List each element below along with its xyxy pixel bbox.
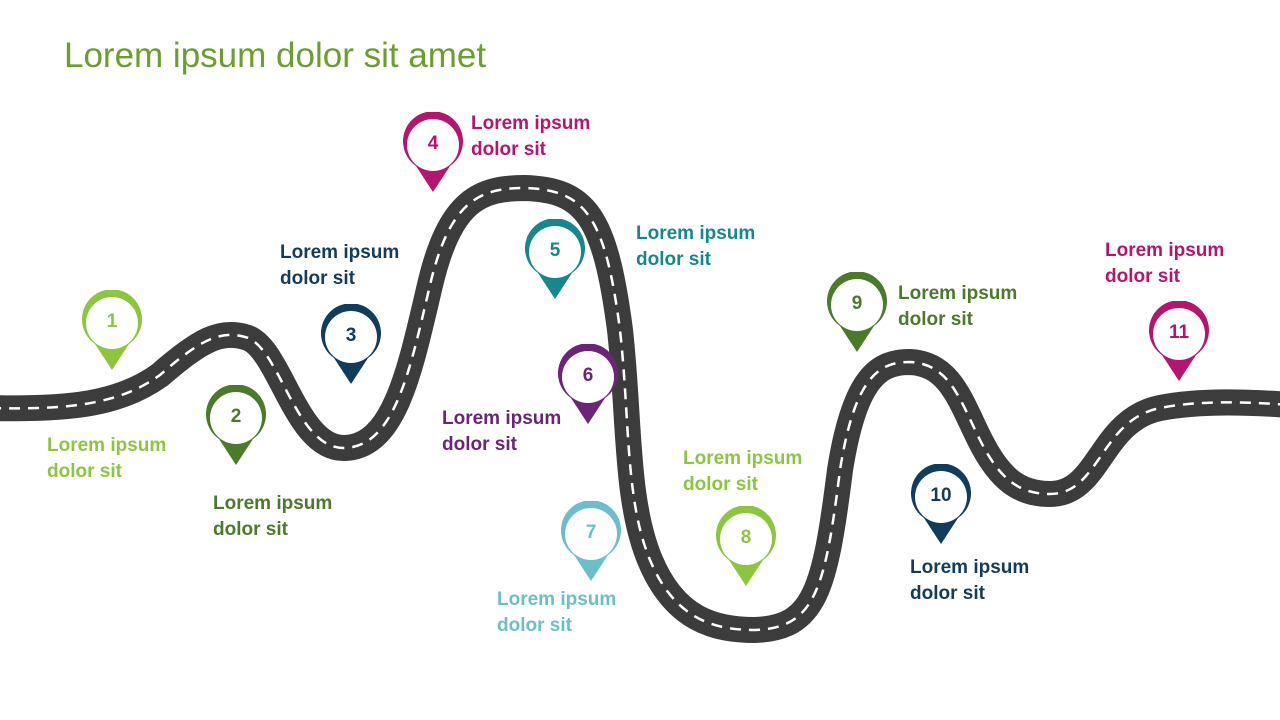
step-8-label-line-2: dolor sit (683, 474, 758, 495)
map-pin-icon (206, 385, 266, 465)
step-10-marker: 10 (908, 464, 974, 558)
page-title: Lorem ipsum dolor sit amet (64, 36, 487, 75)
step-2-label-line-1: Lorem ipsum (213, 493, 333, 514)
step-9-number: 9 (851, 293, 863, 314)
step-11-label: Lorem ipsum dolor sit (1105, 238, 1265, 290)
step-7-label: Lorem ipsum dolor sit (497, 587, 657, 639)
step-1-label-line-1: Lorem ipsum (47, 435, 167, 456)
map-pin-icon (911, 464, 971, 544)
step-8-label-line-1: Lorem ipsum (683, 448, 803, 469)
map-pin-icon (827, 272, 887, 352)
map-pin-icon (716, 506, 776, 586)
step-6-label-line-2: dolor sit (442, 434, 517, 455)
step-4-marker: 4 (400, 112, 466, 206)
map-pin-icon (321, 304, 381, 384)
step-1-label: Lorem ipsum dolor sit (47, 433, 207, 485)
step-7-marker: 7 (558, 501, 624, 595)
step-6-label-line-1: Lorem ipsum (442, 408, 562, 429)
step-9-label: Lorem ipsum dolor sit (898, 281, 1058, 333)
step-3-label-line-1: Lorem ipsum (280, 242, 400, 263)
map-pin-icon (561, 501, 621, 581)
map-pin-icon (403, 112, 463, 192)
map-pin-icon (82, 290, 142, 370)
step-11-label-line-2: dolor sit (1105, 266, 1180, 287)
step-5-label-line-1: Lorem ipsum (636, 223, 756, 244)
step-2-label-line-2: dolor sit (213, 519, 288, 540)
step-6-number: 6 (582, 365, 594, 386)
step-7-label-line-2: dolor sit (497, 615, 572, 636)
step-6-label: Lorem ipsum dolor sit (442, 406, 602, 458)
step-8-marker: 8 (713, 506, 779, 600)
step-7-label-line-1: Lorem ipsum (497, 589, 617, 610)
step-9-label-line-2: dolor sit (898, 309, 973, 330)
step-3-label-line-2: dolor sit (280, 268, 355, 289)
step-10-label: Lorem ipsum dolor sit (910, 555, 1070, 607)
step-6-marker: 6 (555, 344, 621, 438)
step-1-label-line-2: dolor sit (47, 461, 122, 482)
step-3-marker: 3 (318, 304, 384, 398)
step-5-number: 5 (549, 240, 561, 261)
step-11-marker: 11 (1146, 301, 1212, 395)
step-1-number: 1 (106, 311, 118, 332)
step-2-marker: 2 (203, 385, 269, 479)
step-11-label-line-1: Lorem ipsum (1105, 240, 1225, 261)
step-9-label-line-1: Lorem ipsum (898, 283, 1018, 304)
step-11-number: 11 (1168, 322, 1190, 343)
step-1-marker: 1 (79, 290, 145, 384)
map-pin-icon (1149, 301, 1209, 381)
step-2-number: 2 (230, 406, 242, 427)
map-pin-icon (525, 219, 585, 299)
step-4-number: 4 (427, 133, 439, 154)
step-7-number: 7 (585, 522, 597, 543)
step-5-label: Lorem ipsum dolor sit (636, 221, 796, 273)
step-9-marker: 9 (824, 272, 890, 366)
step-3-label: Lorem ipsum dolor sit (280, 240, 440, 292)
step-2-label: Lorem ipsum dolor sit (213, 491, 373, 543)
step-5-label-line-2: dolor sit (636, 249, 711, 270)
road-center-dashes (0, 186, 1280, 632)
map-pin-icon (558, 344, 618, 424)
step-4-label-line-1: Lorem ipsum (471, 113, 591, 134)
step-8-number: 8 (740, 527, 752, 548)
step-3-number: 3 (345, 325, 357, 346)
step-4-label: Lorem ipsum dolor sit (471, 111, 631, 163)
step-10-label-line-1: Lorem ipsum (910, 557, 1030, 578)
step-5-marker: 5 (522, 219, 588, 313)
step-10-number: 10 (930, 485, 952, 506)
step-10-label-line-2: dolor sit (910, 583, 985, 604)
step-8-label: Lorem ipsum dolor sit (683, 446, 843, 498)
step-4-label-line-2: dolor sit (471, 139, 546, 160)
